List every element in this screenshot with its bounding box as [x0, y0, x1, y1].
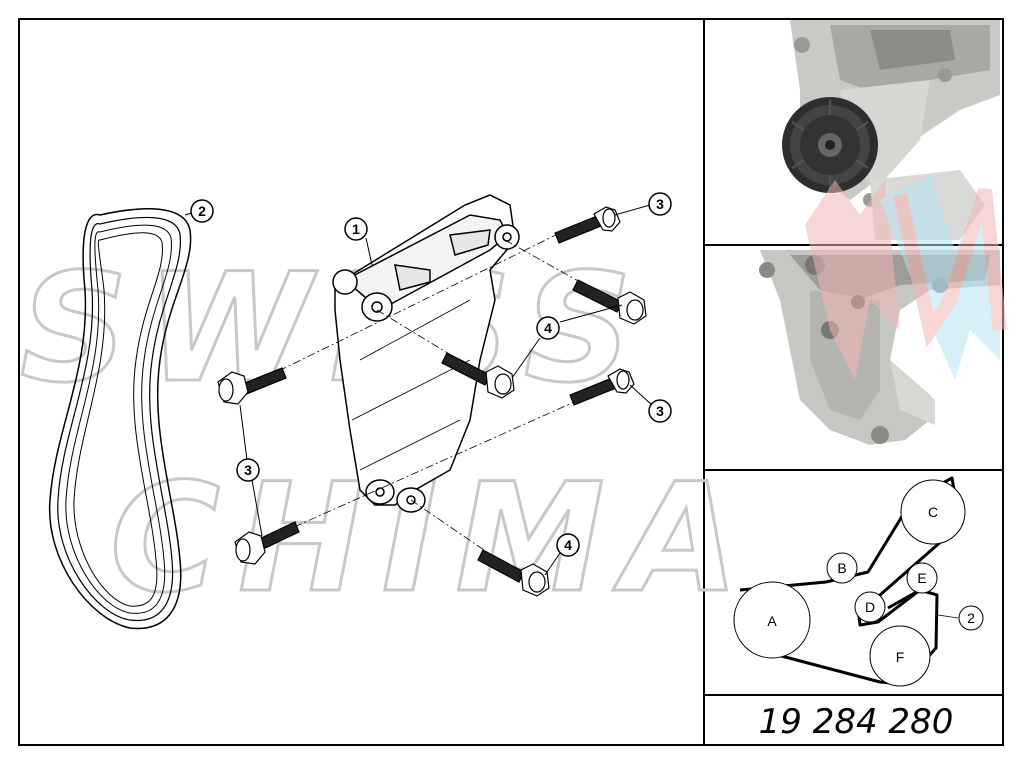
- callout-bolt-left-label: 3: [244, 462, 252, 478]
- bolt-mid-right: [569, 368, 635, 406]
- part-number: 19 284 280: [759, 702, 954, 742]
- bolt-left-upper: [217, 367, 287, 405]
- callout-stud-upper-marker: [536, 316, 560, 340]
- stud-upper-middle: [441, 352, 515, 399]
- routing-belt-callout-marker: [958, 605, 984, 631]
- stud-upper-right: [572, 279, 647, 325]
- bolt-left-lower: [234, 521, 300, 565]
- callout-bolt-mid-right-label: 3: [656, 403, 664, 419]
- pulley-f-label: F: [896, 649, 905, 665]
- callout-bolt-mid-right-marker: [648, 399, 672, 423]
- callout-stud-lower-label: 4: [564, 537, 572, 553]
- watermark-logo: [805, 175, 1007, 380]
- mounting-bracket: [332, 194, 520, 513]
- callout-bracket-label: 1: [352, 221, 360, 237]
- pulley-d-label: D: [865, 599, 875, 615]
- pulley-f: [869, 625, 931, 687]
- callout-bracket-marker: [344, 217, 368, 241]
- pulley-c: [900, 479, 966, 545]
- pulley-b: [826, 552, 858, 584]
- callout-bolt-top-right-label: 3: [656, 196, 664, 212]
- belt-routing-diagram: A B C D E F 2: [733, 476, 984, 687]
- watermark-text-line1: SWISS: [20, 242, 650, 416]
- pulley-e-label: E: [917, 570, 926, 586]
- photo-alternator-pulley: [782, 20, 1000, 240]
- callout-stud-upper-label: 4: [544, 320, 552, 336]
- callout-belt-label: 2: [198, 203, 206, 219]
- pulley-a: [733, 581, 811, 659]
- pulley-d: [854, 591, 886, 623]
- bolt-top-right: [554, 206, 621, 244]
- pulley-e: [906, 562, 938, 594]
- callout-stud-lower-marker: [556, 533, 580, 557]
- poly-v-belt: [48, 208, 192, 630]
- stud-lower: [477, 549, 550, 597]
- callout-bolt-left-marker: [236, 458, 260, 482]
- pulley-a-label: A: [767, 613, 777, 629]
- callout-bolt-top-right-marker: [648, 192, 672, 216]
- pulley-b-label: B: [837, 560, 846, 576]
- routing-belt-callout-label: 2: [967, 610, 975, 626]
- pulley-c-label: C: [928, 504, 938, 520]
- callout-belt-marker: [190, 199, 214, 223]
